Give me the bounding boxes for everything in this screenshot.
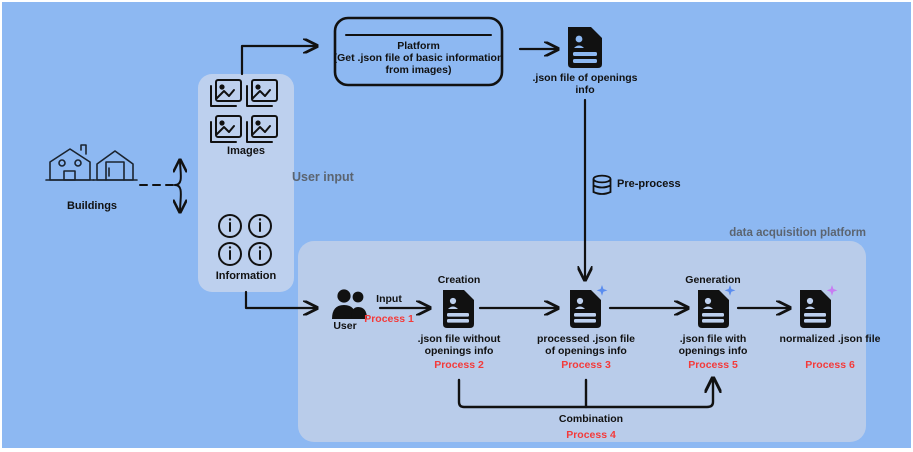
user-input-panel xyxy=(198,74,294,292)
document-icon xyxy=(800,290,831,328)
user-label: User xyxy=(333,320,357,332)
document-icon xyxy=(570,290,601,328)
platform-title: Platform xyxy=(397,40,440,52)
data-acquisition-platform-label: data acquisition platform xyxy=(729,227,866,239)
process2-caption: .json file without openings info xyxy=(417,333,501,358)
combination-bracket xyxy=(457,378,713,409)
sparkle-icon xyxy=(724,285,736,296)
image-icon xyxy=(210,79,278,143)
json-openings-label: .json file of openings info xyxy=(532,72,638,97)
buildings-icon xyxy=(45,144,138,181)
images-to-platform-connector xyxy=(240,46,317,76)
info-circle-icon xyxy=(218,214,272,266)
process1-tag: Process 1 xyxy=(364,313,414,325)
users-icon xyxy=(332,289,367,319)
process3-caption: processed .json file of openings info xyxy=(536,333,636,358)
database-icon xyxy=(592,174,612,195)
process2-name: Creation xyxy=(437,274,481,286)
process5-name: Generation xyxy=(685,274,741,286)
process2-tag: Process 2 xyxy=(434,359,484,371)
platform-box xyxy=(333,16,504,87)
information-to-user-connector xyxy=(244,290,317,308)
platform-subtitle-line2: from images) xyxy=(385,64,452,76)
user-input-group-label: User input xyxy=(292,170,354,184)
process1-name: Input xyxy=(376,293,402,305)
buildings-label: Buildings xyxy=(66,200,118,212)
sparkle-icon xyxy=(826,285,838,296)
information-label: Information xyxy=(215,270,277,282)
document-icon xyxy=(568,27,602,68)
process5-caption: .json file with openings info xyxy=(678,333,748,358)
process4-name: Combination xyxy=(558,413,624,425)
process5-tag: Process 5 xyxy=(688,359,738,371)
preprocess-label: Pre-process xyxy=(617,178,681,190)
document-icon xyxy=(443,290,474,328)
platform-subtitle-line1: (Get .json file of basic information xyxy=(333,52,504,64)
process3-tag: Process 3 xyxy=(561,359,611,371)
process6-tag: Process 6 xyxy=(805,359,855,371)
process4-tag: Process 4 xyxy=(566,429,616,441)
process6-caption: normalized .json file xyxy=(779,333,881,345)
images-label: Images xyxy=(227,145,265,157)
sparkle-icon xyxy=(596,285,608,296)
document-icon xyxy=(698,290,729,328)
buildings-fork-connector xyxy=(139,160,181,212)
